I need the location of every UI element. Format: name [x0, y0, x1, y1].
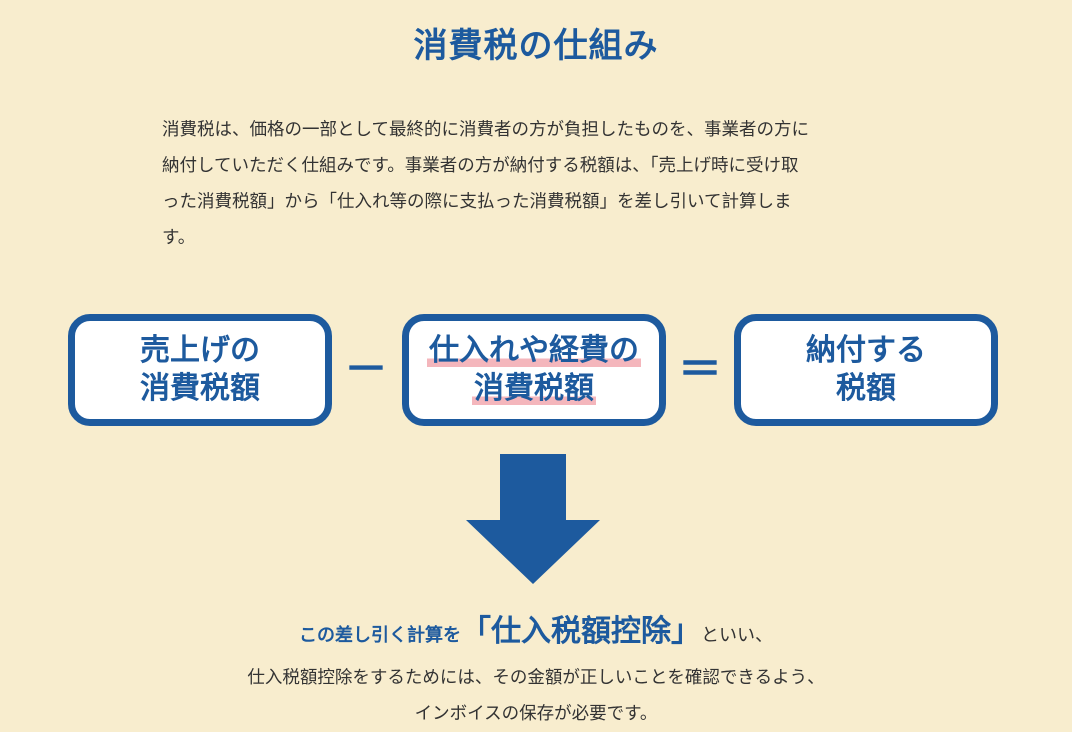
summary-term: 「仕入税額控除」 [461, 614, 701, 649]
payable-tax-label-line1: 納付する [806, 333, 926, 368]
purchase-tax-label-line1: 仕入れや経費の [427, 332, 641, 370]
arrow-down-icon [466, 454, 600, 584]
payable-tax-box: 納付する 税額 [734, 314, 998, 426]
page-title: 消費税の仕組み [413, 26, 659, 66]
summary-prefix: この差し引く計算を [299, 625, 461, 646]
intro-line: った消費税額」から「仕入れ等の際に支払った消費税額」を差し引いて計算しま [162, 192, 792, 212]
sales-tax-label-line2: 消費税額 [140, 371, 260, 406]
equals-operator: ＝ [678, 344, 722, 395]
purchase-tax-label-line2: 消費税額 [472, 370, 596, 408]
sales-tax-box: 売上げの 消費税額 [68, 314, 332, 426]
intro-line: す。 [162, 228, 196, 248]
note-line2: インボイスの保存が必要です。 [414, 704, 658, 724]
intro-line: 納付していただく仕組みです。事業者の方が納付する税額は、「売上げ時に受け取 [162, 156, 799, 176]
minus-operator: － [344, 344, 388, 395]
payable-tax-label-line2: 税額 [836, 371, 896, 406]
intro-paragraph: 消費税は、価格の一部として最終的に消費者の方が負担したものを、事業者の方に 納付… [162, 112, 922, 256]
sales-tax-label-line1: 売上げの [140, 333, 260, 368]
intro-line: 消費税は、価格の一部として最終的に消費者の方が負担したものを、事業者の方に [162, 120, 809, 140]
summary-line: この差し引く計算を「仕入税額控除」といい、 [0, 606, 1072, 650]
purchase-tax-box: 仕入れや経費の 消費税額 [402, 314, 666, 426]
summary-suffix: といい、 [701, 625, 773, 646]
note-line1: 仕入税額控除をするためには、その金額が正しいことを確認できるよう、 [247, 668, 825, 688]
